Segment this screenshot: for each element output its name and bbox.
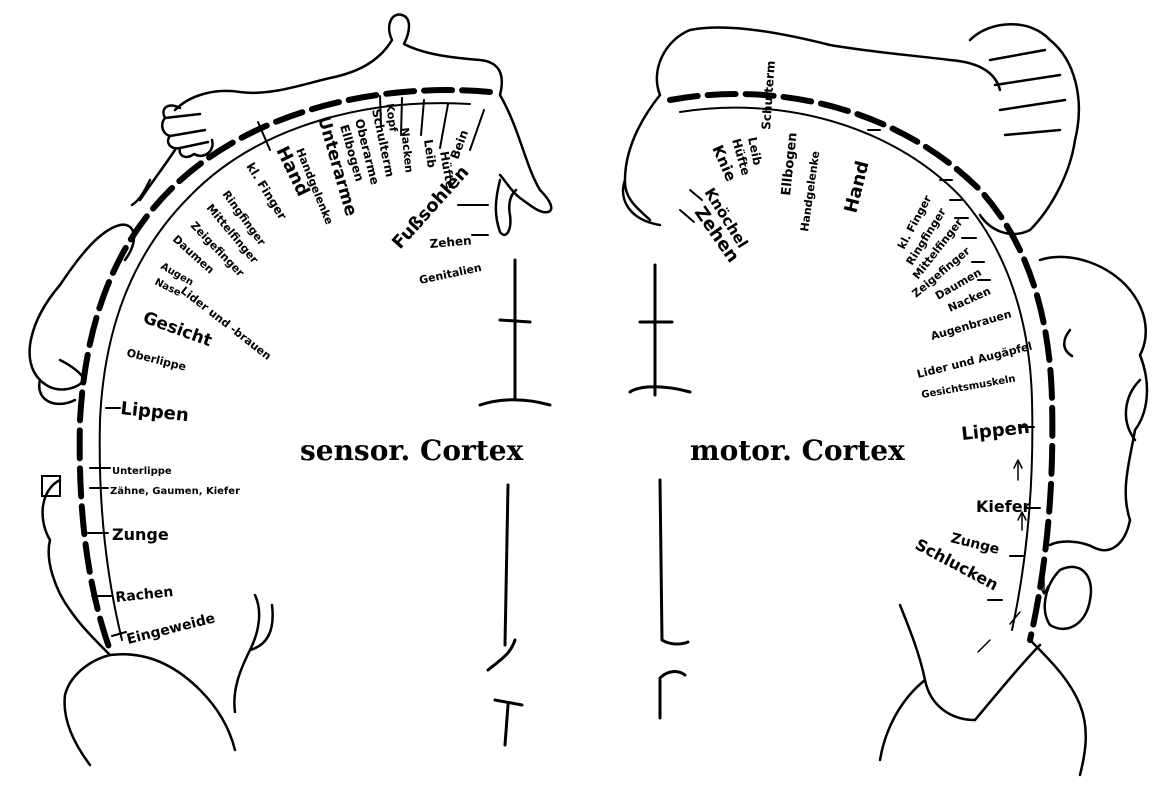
sensory-label: Zähne, Gaumen, Kiefer	[110, 486, 240, 497]
sensory-homunculus-foot	[496, 180, 516, 235]
motor-homunculus-tongue	[1045, 567, 1091, 629]
sensory-hemisphere: Genitalien Zehen Fußsohlen Bein Hüfte Le…	[30, 15, 552, 765]
sensory-homunculus-face	[30, 225, 134, 390]
motor-homunculus-mouth	[1064, 330, 1140, 440]
sensory-sulcus	[480, 260, 550, 745]
sensory-label: Genitalien	[418, 261, 483, 287]
motor-label: Augenbrauen	[929, 307, 1013, 342]
sensory-label: Zunge	[112, 525, 169, 544]
sensory-labels: Genitalien Zehen Fußsohlen Bein Hüfte Le…	[110, 103, 483, 648]
sensory-homunculus-arm	[132, 150, 175, 205]
sensory-cortex-title: sensor. Cortex	[300, 434, 524, 467]
sensory-label: Rachen	[115, 584, 174, 606]
motor-homunculus-hand	[970, 24, 1079, 234]
sensory-homunculus-hand	[162, 106, 212, 157]
sensory-homunculus-tongue	[43, 480, 110, 655]
sensory-label: Zehen	[429, 233, 472, 251]
motor-label: Gesichtsmuskeln	[921, 374, 1017, 401]
sensory-label: Unterlippe	[112, 466, 172, 477]
motor-cortex-title: motor. Cortex	[690, 434, 905, 467]
sensory-homunculus-lips	[39, 360, 85, 404]
sensory-label: Eingeweide	[125, 610, 217, 647]
motor-homunculus-face	[1040, 257, 1147, 550]
sensory-label: Leib	[421, 138, 439, 169]
motor-label: Hand	[840, 159, 873, 215]
sensory-label: Nacken	[398, 127, 416, 174]
motor-labels: Zehen Knöchel Knie Hüfte Leib Schulterm …	[690, 60, 1034, 594]
motor-brain-outline	[880, 605, 1086, 775]
motor-label: Lippen	[960, 417, 1030, 445]
sensory-cortex-inner-arc	[100, 103, 470, 640]
sensory-label: Lippen	[119, 398, 189, 426]
sensory-label: Oberlippe	[125, 346, 187, 373]
sensory-label: Gesicht	[140, 308, 214, 351]
motor-label: Schulterm	[759, 60, 778, 130]
motor-label: Ellbogen	[779, 132, 801, 197]
motor-label: Lider und Augäpfel	[916, 340, 1034, 381]
motor-hemisphere: Zehen Knöchel Knie Hüfte Leib Schulterm …	[623, 24, 1147, 775]
sensory-homunculus-body	[175, 15, 551, 213]
motor-label: Kiefer	[976, 497, 1031, 516]
motor-sulcus	[630, 265, 690, 718]
motor-label: Handgelenke	[798, 150, 822, 232]
